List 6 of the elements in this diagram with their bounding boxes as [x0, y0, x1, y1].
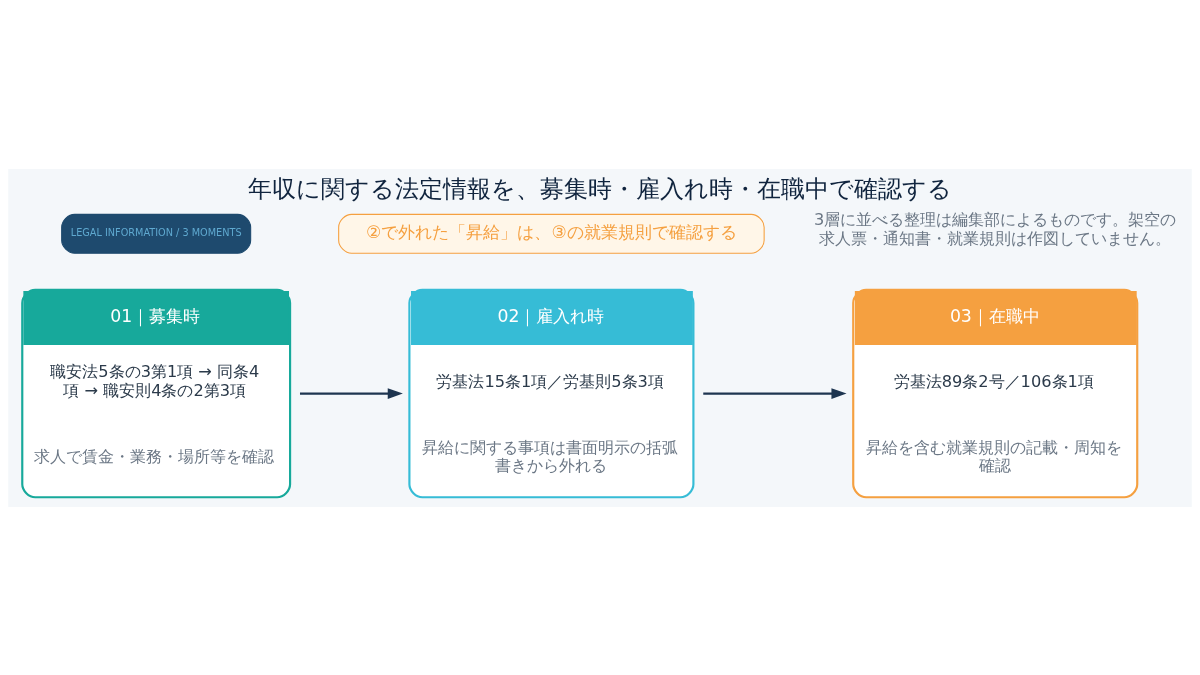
arrow [300, 387, 403, 399]
diagram-title: 年収に関する法定情報を、募集時・雇入れ時・在職中で確認する [248, 174, 952, 203]
node-box: ②で外れた「昇給」は、③の就業規則で確認する [338, 213, 765, 254]
label: LEGAL INFORMATION / 3 MOMENTS [70, 226, 242, 238]
label: 3層に並べる整理は編集部によるものです。架空の求人票・通知書・就業規則は作図していません。 [814, 209, 1177, 248]
arrow [703, 387, 847, 399]
